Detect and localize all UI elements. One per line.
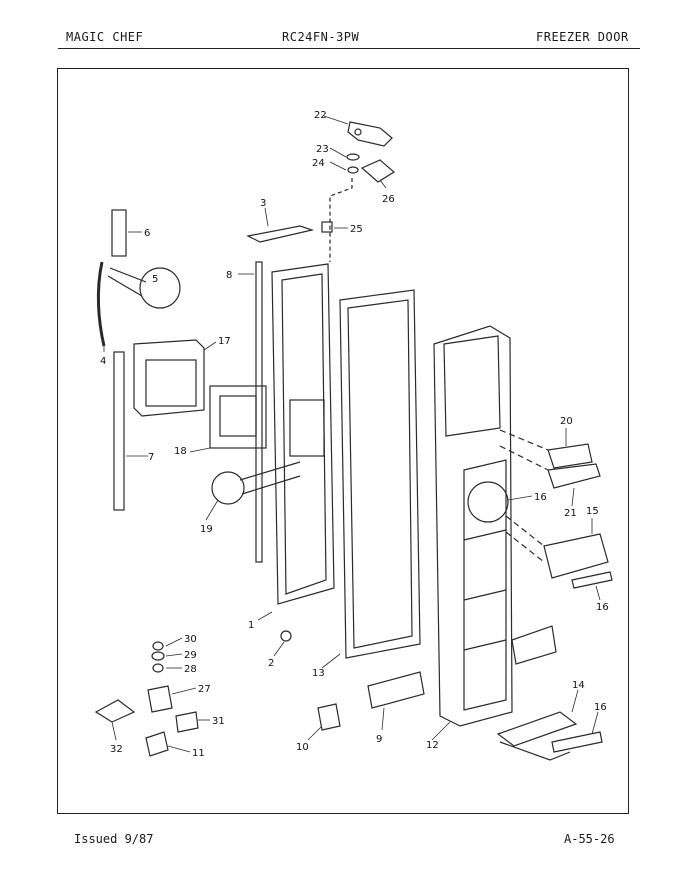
callout-28: 27: [198, 684, 211, 695]
model-number: RC24FN-3PW: [282, 30, 360, 44]
callout-13: 13: [312, 668, 325, 679]
part-5-detail: [139, 267, 181, 309]
callout-22: 21: [564, 508, 577, 519]
callout-4: 4: [100, 356, 106, 367]
part-27-plate: [360, 159, 396, 183]
part-10-switch: [317, 703, 341, 731]
callout-19: 18: [174, 446, 187, 457]
part-23-top-hinge: [347, 121, 393, 147]
callout-11: 11: [192, 748, 205, 759]
part-20-knob: [211, 471, 245, 505]
callout-9: 9: [376, 734, 382, 745]
callout-32: 31: [212, 716, 225, 727]
callout-30: 29: [184, 650, 197, 661]
callout-25: 24: [312, 158, 325, 169]
part-12-housing: [433, 325, 513, 727]
callout-3: 3: [260, 198, 266, 209]
callout-33: 32: [110, 744, 123, 755]
part-2-plug: [280, 630, 292, 642]
diagram-frame: [57, 68, 629, 814]
part-9-panel: [367, 671, 425, 709]
part-22-bracket: [547, 463, 601, 489]
page-code: A-55-26: [564, 832, 615, 846]
callout-15: 15: [586, 506, 599, 517]
callout-17: 16: [534, 492, 547, 503]
part-13-gasket: [339, 289, 421, 659]
part-8-strip: [255, 261, 263, 563]
callout-16b: 16: [594, 702, 607, 713]
callout-6: 6: [144, 228, 150, 239]
part-24-washer: [346, 153, 360, 161]
callout-12: 12: [426, 740, 439, 751]
callout-7: 7: [148, 452, 154, 463]
callout-29: 28: [184, 664, 197, 675]
part-30-bushing: [151, 651, 165, 661]
callout-8: 8: [226, 270, 232, 281]
part-18-frame: [133, 339, 205, 417]
callout-23: 22: [314, 110, 327, 121]
callout-26: 25: [350, 224, 363, 235]
callout-27: 26: [382, 194, 395, 205]
callout-20: 19: [200, 524, 213, 535]
part-17-motor: [467, 481, 509, 523]
callout-5: 5: [152, 274, 158, 285]
part-3-handle-trim: [246, 225, 315, 243]
part-16-pad-b: [551, 731, 603, 753]
callout-18: 17: [218, 336, 231, 347]
part-14-tray: [496, 711, 578, 747]
callout-1: 1: [248, 620, 254, 631]
part-11-cam: [145, 731, 169, 757]
part-7-strip: [113, 351, 125, 511]
header-rule: [58, 48, 640, 49]
callout-10: 10: [296, 742, 309, 753]
part-21-chute: [547, 443, 593, 469]
callout-21: 20: [560, 416, 573, 427]
door-liner: [271, 263, 335, 605]
part-31-washer: [152, 641, 164, 651]
part-6-trim: [111, 209, 127, 257]
brand-label: MAGIC CHEF: [66, 30, 144, 44]
part-15-tray: [543, 533, 609, 579]
part-25-bushing: [347, 166, 359, 174]
section-title: FREEZER DOOR: [536, 30, 629, 44]
callout-2: 2: [268, 658, 274, 669]
issued-date: Issued 9/87: [74, 832, 154, 846]
part-33-hinge: [94, 699, 136, 723]
callout-14: 14: [572, 680, 585, 691]
part-16-pad-a: [571, 571, 613, 589]
part-29-pin: [152, 663, 164, 673]
part-26-cap: [321, 221, 333, 233]
part-4-handle: [96, 261, 106, 347]
part-28-bracket: [147, 685, 173, 713]
part-32-bracket: [175, 711, 199, 733]
part-19-plate: [209, 385, 267, 449]
callout-16a: 16: [596, 602, 609, 613]
callout-24: 23: [316, 144, 329, 155]
callout-31: 30: [184, 634, 197, 645]
